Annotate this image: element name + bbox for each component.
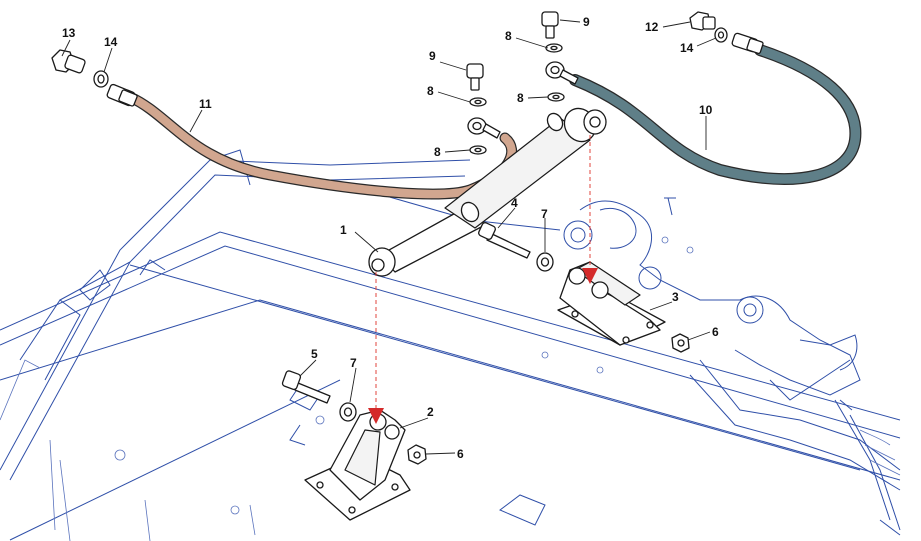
- callout-6-upper: 6: [712, 325, 719, 339]
- callout-6-lower: 6: [457, 447, 464, 461]
- bolt-5: [281, 370, 331, 404]
- bolt-4: [478, 222, 531, 259]
- banjo-eyes: [467, 61, 579, 139]
- leader-lines: [61, 19, 717, 455]
- alignment-guides: [368, 135, 598, 424]
- nut-6-lower: [407, 444, 427, 465]
- hose-fitting-right: [731, 32, 764, 54]
- callout-12: 12: [645, 20, 659, 34]
- callout-10: 10: [699, 103, 713, 117]
- adapter-12: [689, 11, 716, 31]
- washers-8: [469, 43, 565, 155]
- washer-7-upper: [536, 252, 554, 272]
- callout-14-left: 14: [104, 35, 118, 49]
- callout-8-top: 8: [505, 29, 512, 43]
- callout-7-lower: 7: [350, 356, 357, 370]
- arrow-marker-lower: [368, 408, 384, 424]
- callout-8-low: 8: [434, 145, 441, 159]
- callout-13: 13: [62, 26, 76, 40]
- hose-fitting-left: [106, 83, 138, 107]
- callout-1: 1: [340, 223, 347, 237]
- callout-2: 2: [427, 405, 434, 419]
- callout-labels: 1 2 3 4 5 6 6 7 7 8 8 8 8 9 9 10 11 12 1…: [62, 15, 719, 461]
- banjo-bolt-9-mid: [466, 63, 484, 91]
- adapter-13: [51, 49, 86, 74]
- callout-3: 3: [672, 290, 679, 304]
- washer-7-lower: [339, 402, 357, 422]
- callout-5: 5: [311, 347, 318, 361]
- nut-6-upper: [671, 333, 690, 353]
- o-ring-14-right: [714, 27, 728, 43]
- mounting-bracket-2: [304, 409, 411, 521]
- callout-9-mid: 9: [429, 49, 436, 63]
- mounting-bracket-3: [557, 261, 666, 346]
- callout-9-top: 9: [583, 15, 590, 29]
- hose-11: [124, 91, 518, 200]
- callout-7-upper: 7: [541, 207, 548, 221]
- callout-8-mid-right: 8: [517, 91, 524, 105]
- arrow-marker-upper: [582, 268, 598, 284]
- callout-14-right: 14: [680, 41, 694, 55]
- callout-11: 11: [199, 97, 212, 111]
- banjo-bolt-9-top: [541, 11, 559, 39]
- hydraulic-cylinder: [368, 107, 607, 277]
- callout-8-mid-left: 8: [427, 84, 434, 98]
- o-ring-14-left: [93, 70, 109, 88]
- hose-10: [569, 44, 862, 185]
- callout-4: 4: [511, 196, 518, 210]
